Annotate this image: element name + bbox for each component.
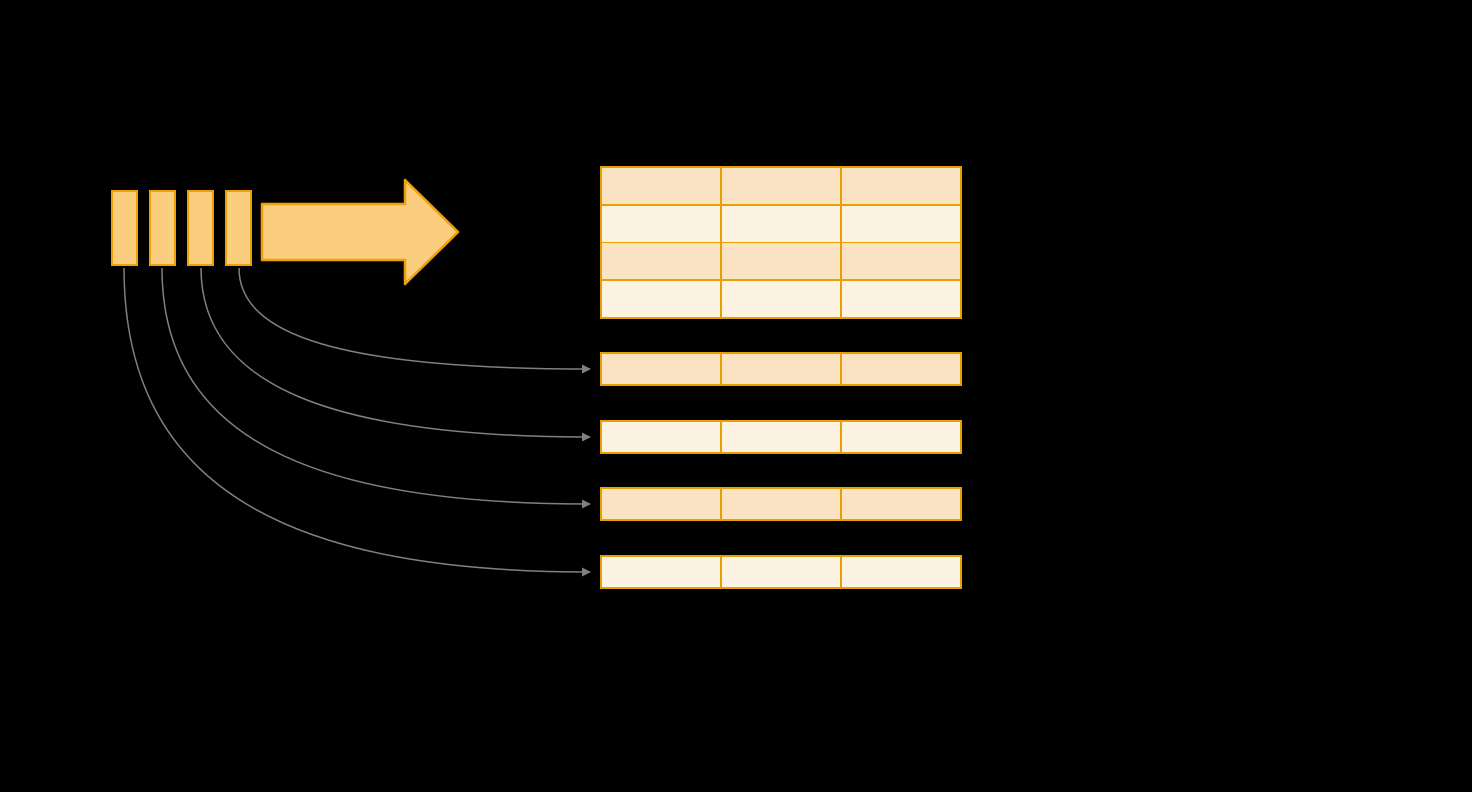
row-table-4-row xyxy=(602,557,960,587)
table-cell xyxy=(602,205,721,242)
main-table xyxy=(600,166,962,319)
main-table-row-3 xyxy=(602,243,960,279)
main-table-row-1 xyxy=(602,168,960,204)
row-table-2 xyxy=(600,420,962,454)
row-table-1 xyxy=(600,352,962,386)
table-cell xyxy=(841,243,960,279)
table-cell xyxy=(721,205,841,242)
stack-bar-3 xyxy=(187,190,214,266)
table-cell xyxy=(841,557,960,587)
input-stack xyxy=(111,190,252,266)
table-cell xyxy=(721,557,841,587)
main-table-row-4 xyxy=(602,280,960,317)
table-cell xyxy=(602,243,721,279)
row-table-4 xyxy=(600,555,962,589)
table-cell xyxy=(602,557,721,587)
table-cell xyxy=(841,489,960,519)
table-cell xyxy=(721,422,841,452)
table-cell xyxy=(602,280,721,317)
table-cell xyxy=(721,489,841,519)
table-cell xyxy=(841,354,960,384)
table-cell xyxy=(602,489,721,519)
stack-bar-2 xyxy=(149,190,176,266)
flow-arrow-icon xyxy=(260,178,460,286)
stack-bar-4 xyxy=(225,190,252,266)
table-cell xyxy=(721,168,841,204)
main-table-row-2 xyxy=(602,205,960,242)
table-cell xyxy=(721,280,841,317)
row-table-3 xyxy=(600,487,962,521)
connector-arrow-2 xyxy=(200,267,591,442)
row-table-2-row xyxy=(602,422,960,452)
table-cell xyxy=(602,168,721,204)
table-cell xyxy=(602,354,721,384)
stack-bar-1 xyxy=(111,190,138,266)
table-cell xyxy=(841,422,960,452)
connector-arrow-4 xyxy=(123,267,591,577)
row-table-1-row xyxy=(602,354,960,384)
row-table-3-row xyxy=(602,489,960,519)
table-cell xyxy=(721,354,841,384)
table-cell xyxy=(841,168,960,204)
table-cell xyxy=(602,422,721,452)
table-cell xyxy=(721,243,841,279)
table-cell xyxy=(841,280,960,317)
connector-arrow-3 xyxy=(161,267,591,509)
table-cell xyxy=(841,205,960,242)
